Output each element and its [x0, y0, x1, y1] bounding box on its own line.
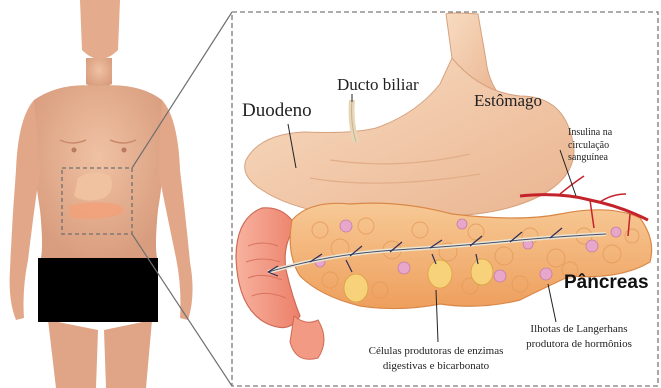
label-ilhotas-line2: produtora de hormônios: [514, 337, 644, 352]
label-ilhotas: Ilhotas de Langerhans produtora de hormô…: [514, 322, 644, 352]
label-insulina-line3: sanguínea: [568, 152, 612, 165]
label-pancreas: Pâncreas: [564, 273, 649, 292]
label-insulina-line2: circulação: [568, 140, 612, 153]
label-insulina-line1: Insulina na: [568, 127, 612, 140]
label-ilhotas-line1: Ilhotas de Langerhans: [514, 322, 644, 337]
label-ducto-biliar: Ducto biliar: [337, 76, 419, 93]
label-celulas-line2: digestivas e bicarbonato: [334, 359, 538, 374]
zoom-line-top: [132, 12, 232, 168]
label-estomago: Estômago: [474, 92, 542, 109]
label-celulas: Células produtoras de enzimas digestivas…: [334, 344, 538, 374]
censor-bar: [38, 258, 158, 322]
label-celulas-line1: Células produtoras de enzimas: [334, 344, 538, 359]
label-duodeno: Duodeno: [242, 101, 312, 120]
human-figure: [10, 0, 193, 388]
label-insulina: Insulina na circulação sanguínea: [568, 127, 612, 165]
